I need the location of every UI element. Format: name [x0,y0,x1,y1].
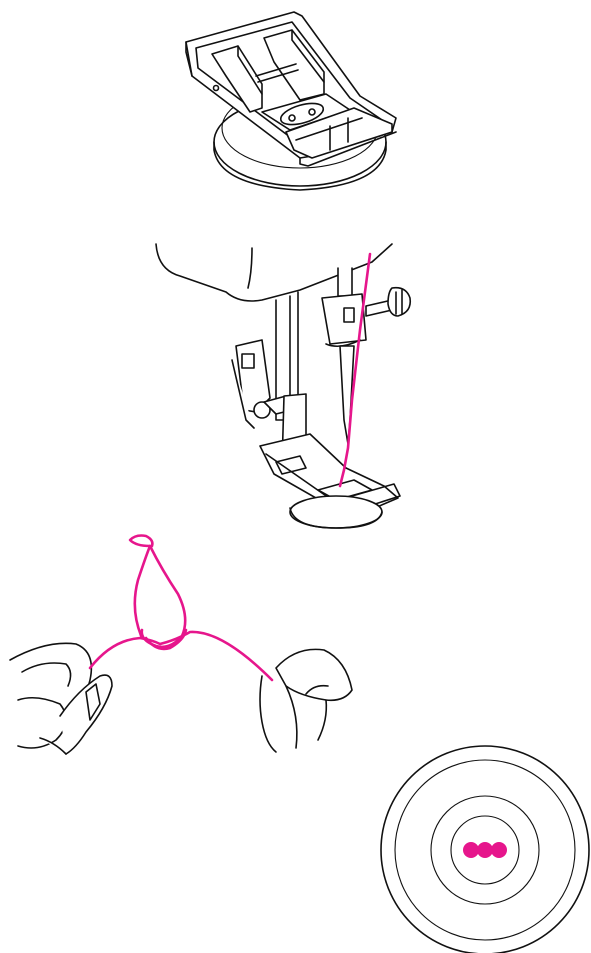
right-hand [260,649,352,752]
needle-and-presser-foot-with-thread [156,244,410,528]
thread-holes [463,842,507,858]
round-button-thread-holes [381,746,589,953]
machine-head [156,244,392,301]
fingers-holding-thread-loop [10,536,352,755]
thread-loop [90,536,272,681]
presser-foot-with-button-plate [186,12,396,190]
